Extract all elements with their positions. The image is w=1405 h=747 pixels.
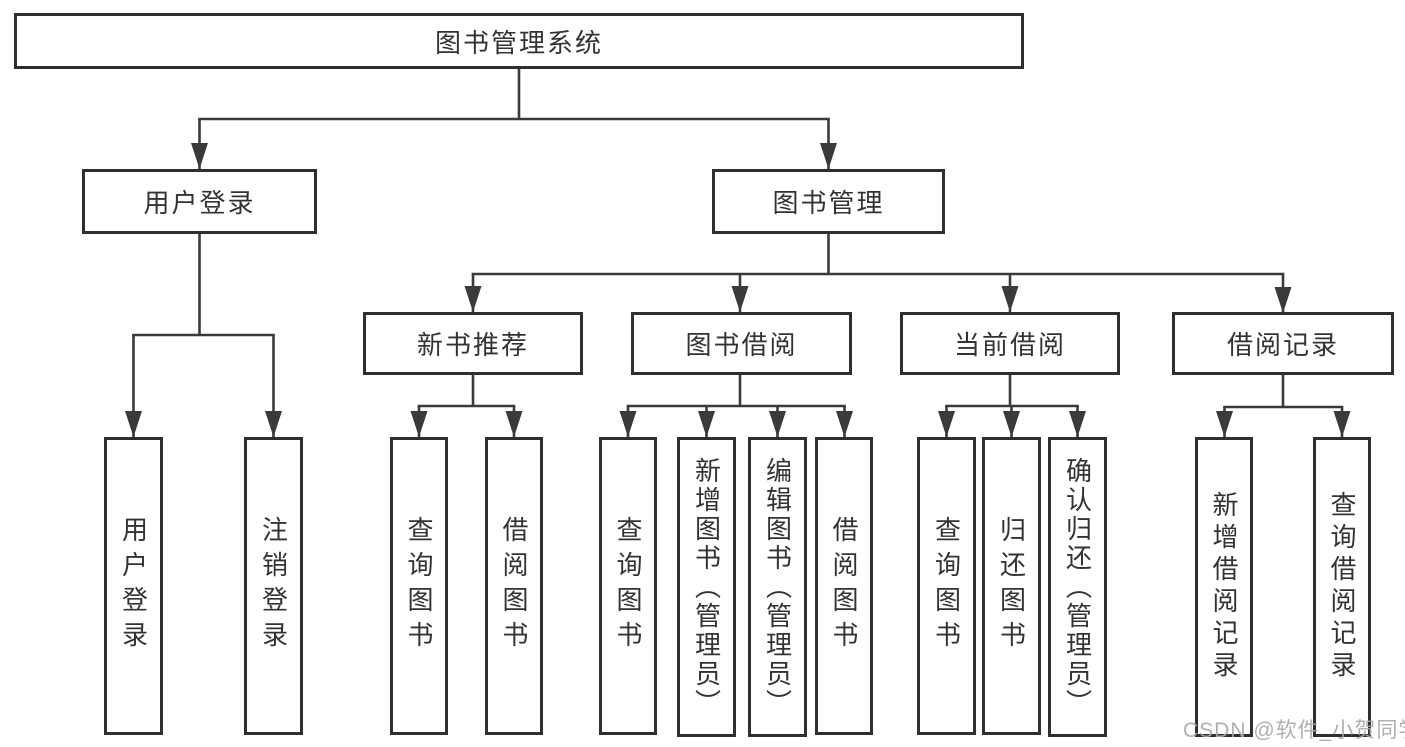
- node-user-login-label: 用户登录: [143, 188, 256, 218]
- leaf-user-login-label: 用户登录: [118, 516, 149, 656]
- leaf-return-book: 归还图书: [982, 437, 1041, 735]
- leaf-logout: 注销登录: [244, 437, 303, 735]
- leaf-add-book-admin: 新增图书（管理员）: [677, 437, 736, 737]
- leaf-confirm-return-admin-label: 确认归还（管理员）: [1062, 456, 1093, 718]
- leaf-borrow-books-1-label: 借阅图书: [499, 516, 529, 656]
- leaf-query-books-2: 查询图书: [599, 437, 657, 735]
- node-new-book-recommend-label: 新书推荐: [416, 330, 529, 360]
- leaf-confirm-return-admin: 确认归还（管理员）: [1048, 437, 1107, 737]
- node-book-management-label: 图书管理: [772, 188, 885, 218]
- leaf-logout-label: 注销登录: [258, 516, 289, 656]
- node-new-book-recommend: 新书推荐: [363, 312, 583, 375]
- node-root-label: 图书管理系统: [434, 27, 603, 58]
- leaf-query-books-2-label: 查询图书: [613, 516, 643, 656]
- leaf-return-book-label: 归还图书: [996, 516, 1027, 656]
- node-borrow-records-label: 借阅记录: [1226, 330, 1339, 360]
- leaf-edit-book-admin: 编辑图书（管理员）: [748, 437, 807, 737]
- leaf-user-login: 用户登录: [104, 437, 163, 735]
- leaf-query-books-3: 查询图书: [917, 437, 976, 735]
- leaf-borrow-books-2: 借阅图书: [815, 437, 873, 735]
- leaf-query-books-1: 查询图书: [390, 437, 448, 735]
- leaf-add-book-admin-label: 新增图书（管理员）: [691, 456, 722, 718]
- node-root: 图书管理系统: [14, 13, 1024, 69]
- node-book-management: 图书管理: [712, 169, 945, 234]
- leaf-edit-book-admin-label: 编辑图书（管理员）: [762, 456, 793, 718]
- node-current-borrow-label: 当前借阅: [953, 330, 1066, 360]
- leaf-borrow-books-2-label: 借阅图书: [829, 516, 859, 656]
- node-current-borrow: 当前借阅: [900, 312, 1120, 375]
- node-borrow-records: 借阅记录: [1172, 312, 1394, 375]
- leaf-add-borrow-record: 新增借阅记录: [1195, 437, 1253, 737]
- leaf-query-borrow-record: 查询借阅记录: [1313, 437, 1371, 737]
- csdn-watermark: CSDN @软件_小贺同学: [1183, 719, 1405, 742]
- tree-trunk-lines: [132, 69, 1344, 409]
- leaf-query-borrow-record-label: 查询借阅记录: [1327, 491, 1357, 683]
- leaf-query-books-1-label: 查询图书: [404, 516, 434, 656]
- node-book-borrow-label: 图书借阅: [685, 330, 798, 360]
- leaf-query-books-3-label: 查询图书: [931, 516, 962, 656]
- leaf-borrow-books-1: 借阅图书: [485, 437, 543, 735]
- node-book-borrow: 图书借阅: [631, 312, 852, 375]
- leaf-add-borrow-record-label: 新增借阅记录: [1209, 491, 1239, 683]
- node-user-login: 用户登录: [82, 169, 317, 234]
